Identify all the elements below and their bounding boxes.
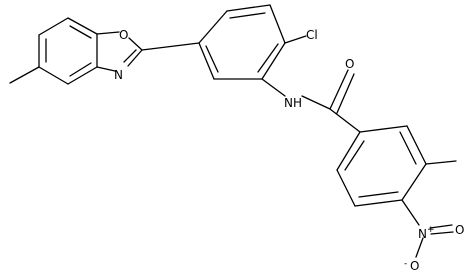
bond xyxy=(261,42,286,80)
bond xyxy=(425,160,457,165)
bond xyxy=(261,78,286,97)
carbonyl-oxygen-label: O xyxy=(345,57,354,71)
bond xyxy=(329,69,349,110)
bond xyxy=(359,125,408,133)
bond xyxy=(128,37,143,51)
bond xyxy=(226,4,271,12)
bond xyxy=(344,140,365,171)
bond xyxy=(96,66,116,72)
nitro-oxygen-negative-label: O xyxy=(410,259,419,273)
bond xyxy=(399,131,417,165)
bond xyxy=(38,66,69,85)
bond xyxy=(257,43,279,73)
bond xyxy=(205,45,219,73)
bond xyxy=(358,191,399,198)
oxazole-oxygen-label: O xyxy=(119,28,128,42)
bond xyxy=(354,199,403,207)
bond xyxy=(141,42,200,51)
oxazole-nitrogen-label: N xyxy=(114,68,123,82)
nitro-oxygen-negative-charge: - xyxy=(404,259,407,269)
bond xyxy=(69,25,92,39)
bond xyxy=(406,125,427,165)
bond xyxy=(269,4,286,44)
bond xyxy=(336,73,355,114)
bonds xyxy=(9,4,457,258)
bond xyxy=(96,31,120,35)
bond xyxy=(401,199,420,226)
bond xyxy=(38,17,69,36)
bond xyxy=(429,224,453,229)
bond xyxy=(123,49,137,63)
bond xyxy=(430,231,454,235)
bond xyxy=(284,35,307,44)
bond xyxy=(9,66,40,84)
bond xyxy=(69,62,92,77)
nitro-oxygen-double-label: O xyxy=(455,223,464,237)
bond xyxy=(229,12,266,19)
bond xyxy=(301,95,331,110)
bond xyxy=(198,10,228,44)
bond xyxy=(401,163,427,201)
bond xyxy=(198,42,215,80)
bond xyxy=(415,237,424,258)
bond xyxy=(67,66,98,85)
amide-nh-label: NH xyxy=(284,96,302,110)
atom-labels: O N Cl O NH N + O O - xyxy=(114,28,464,273)
chlorine-label: Cl xyxy=(306,28,318,42)
nitro-nitrogen-label: N xyxy=(418,227,427,241)
bond xyxy=(127,49,143,67)
bond xyxy=(67,17,98,35)
nitro-nitrogen-positive-charge: + xyxy=(427,225,435,235)
bond xyxy=(329,108,361,133)
bond xyxy=(336,169,356,207)
bond xyxy=(336,131,361,171)
